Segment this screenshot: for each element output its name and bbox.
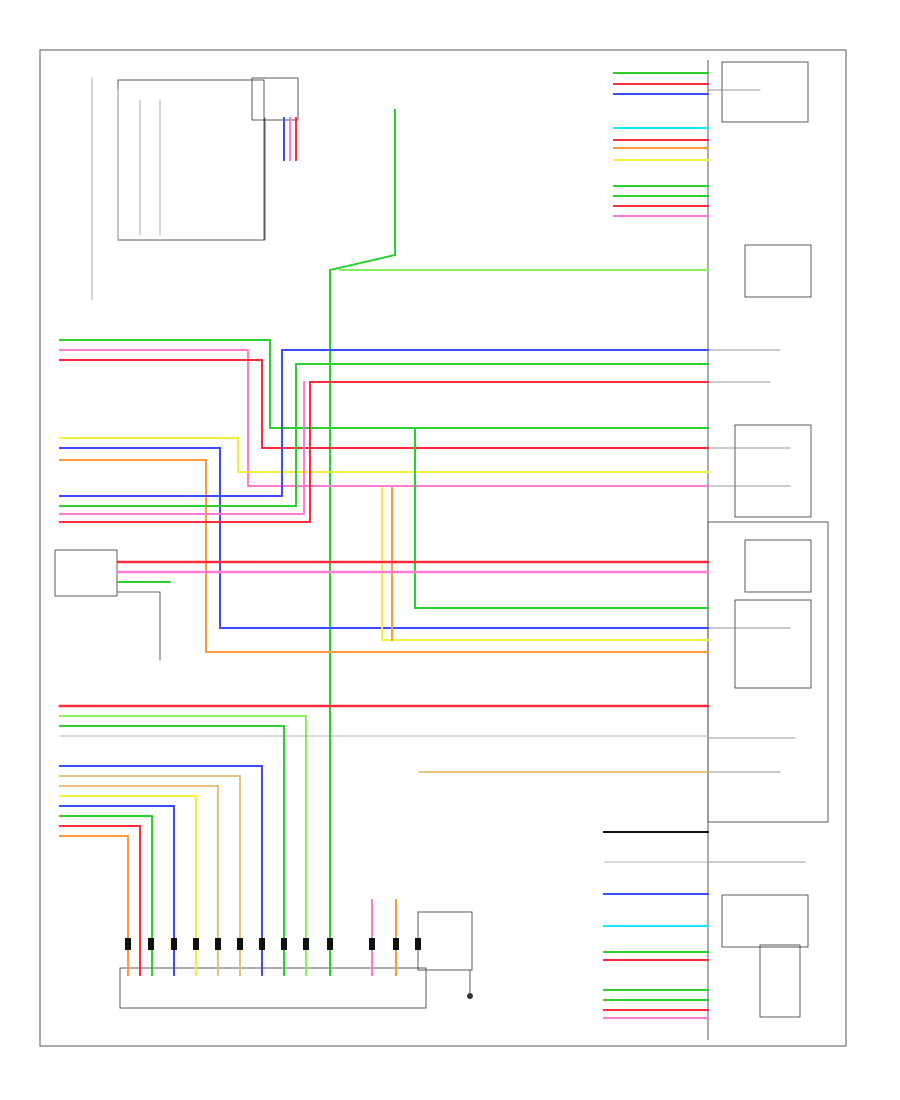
wire [59,437,709,473]
bottom-right-module [759,944,801,1018]
wire [59,459,709,653]
wire [59,381,311,523]
wire [59,785,219,976]
pin [171,938,177,950]
wire [59,349,283,497]
wire [117,591,161,661]
diagram-frame [39,49,847,1047]
wire [59,795,197,976]
wire [329,109,396,976]
wire [59,359,709,449]
wire [59,835,129,976]
left-sensor-box [54,549,118,597]
wire [59,765,263,976]
wire [414,427,709,609]
bottom-control-unit [119,967,427,1009]
ground-symbol [467,970,473,999]
pin [369,938,375,950]
pin [327,938,333,950]
pin [148,938,154,950]
wire [59,805,175,976]
pin [393,938,399,950]
sensor-box-1 [734,424,812,518]
right-connector-panel [707,521,829,823]
relay-box-1 [744,244,812,298]
bottom-right-ground-box [417,911,473,971]
switch-box-top [721,61,809,123]
pin [415,938,421,950]
wire [59,775,241,976]
pin [259,938,265,950]
sensor-box-2 [734,599,812,689]
wire [59,349,709,487]
wire [59,715,307,976]
pin [303,938,309,950]
connector-pins [125,938,421,950]
pin [281,938,287,950]
wire [59,825,141,976]
pin [215,938,221,950]
wire [59,725,285,976]
wire [59,447,709,629]
switch-box-bottom [721,894,809,948]
wire [59,339,709,429]
top-center-module [251,77,299,121]
pin [237,938,243,950]
wire [59,815,153,976]
pin [125,938,131,950]
wire [59,363,297,507]
wire [381,487,709,641]
wire-group [58,72,806,1019]
relay-box-2 [744,539,812,593]
pin [193,938,199,950]
wire [59,381,305,515]
